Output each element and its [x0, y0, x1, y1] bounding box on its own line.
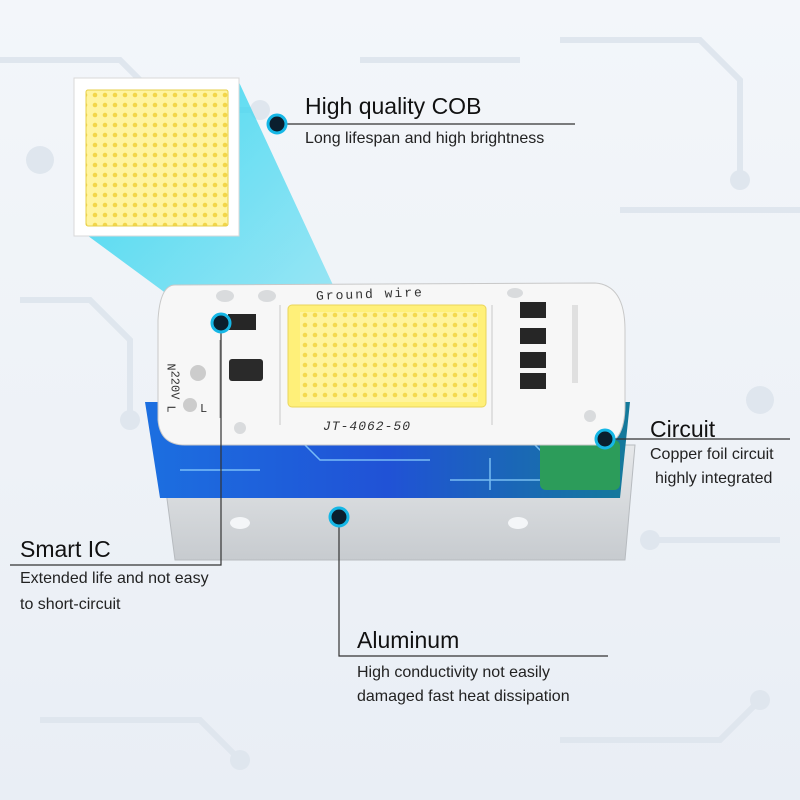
aluminum-description-line1: High conductivity not easily [357, 664, 550, 681]
smart-ic-description-line2: to short-circuit [20, 596, 121, 613]
board-model-label: JT-4062-50 [323, 419, 412, 434]
circuit-marker [594, 428, 616, 450]
cob-description: Long lifespan and high brightness [305, 130, 545, 147]
aluminum-title: Aluminum [357, 627, 460, 653]
smart-ic-description-line1: Extended life and not easy [20, 570, 209, 587]
smart-ic-marker [210, 312, 232, 334]
aluminum-marker [328, 506, 350, 528]
circuit-title: Circuit [650, 416, 716, 442]
smart-ic-title: Smart IC [20, 536, 111, 562]
aluminum-description-line2: damaged fast heat dissipation [357, 688, 570, 705]
circuit-description-line2: highly integrated [655, 470, 773, 487]
cob-marker [266, 113, 288, 135]
cob-title: High quality COB [305, 93, 482, 119]
circuit-description-line1: Copper foil circuit [650, 446, 774, 463]
board-pin-l-right: L [200, 402, 208, 416]
